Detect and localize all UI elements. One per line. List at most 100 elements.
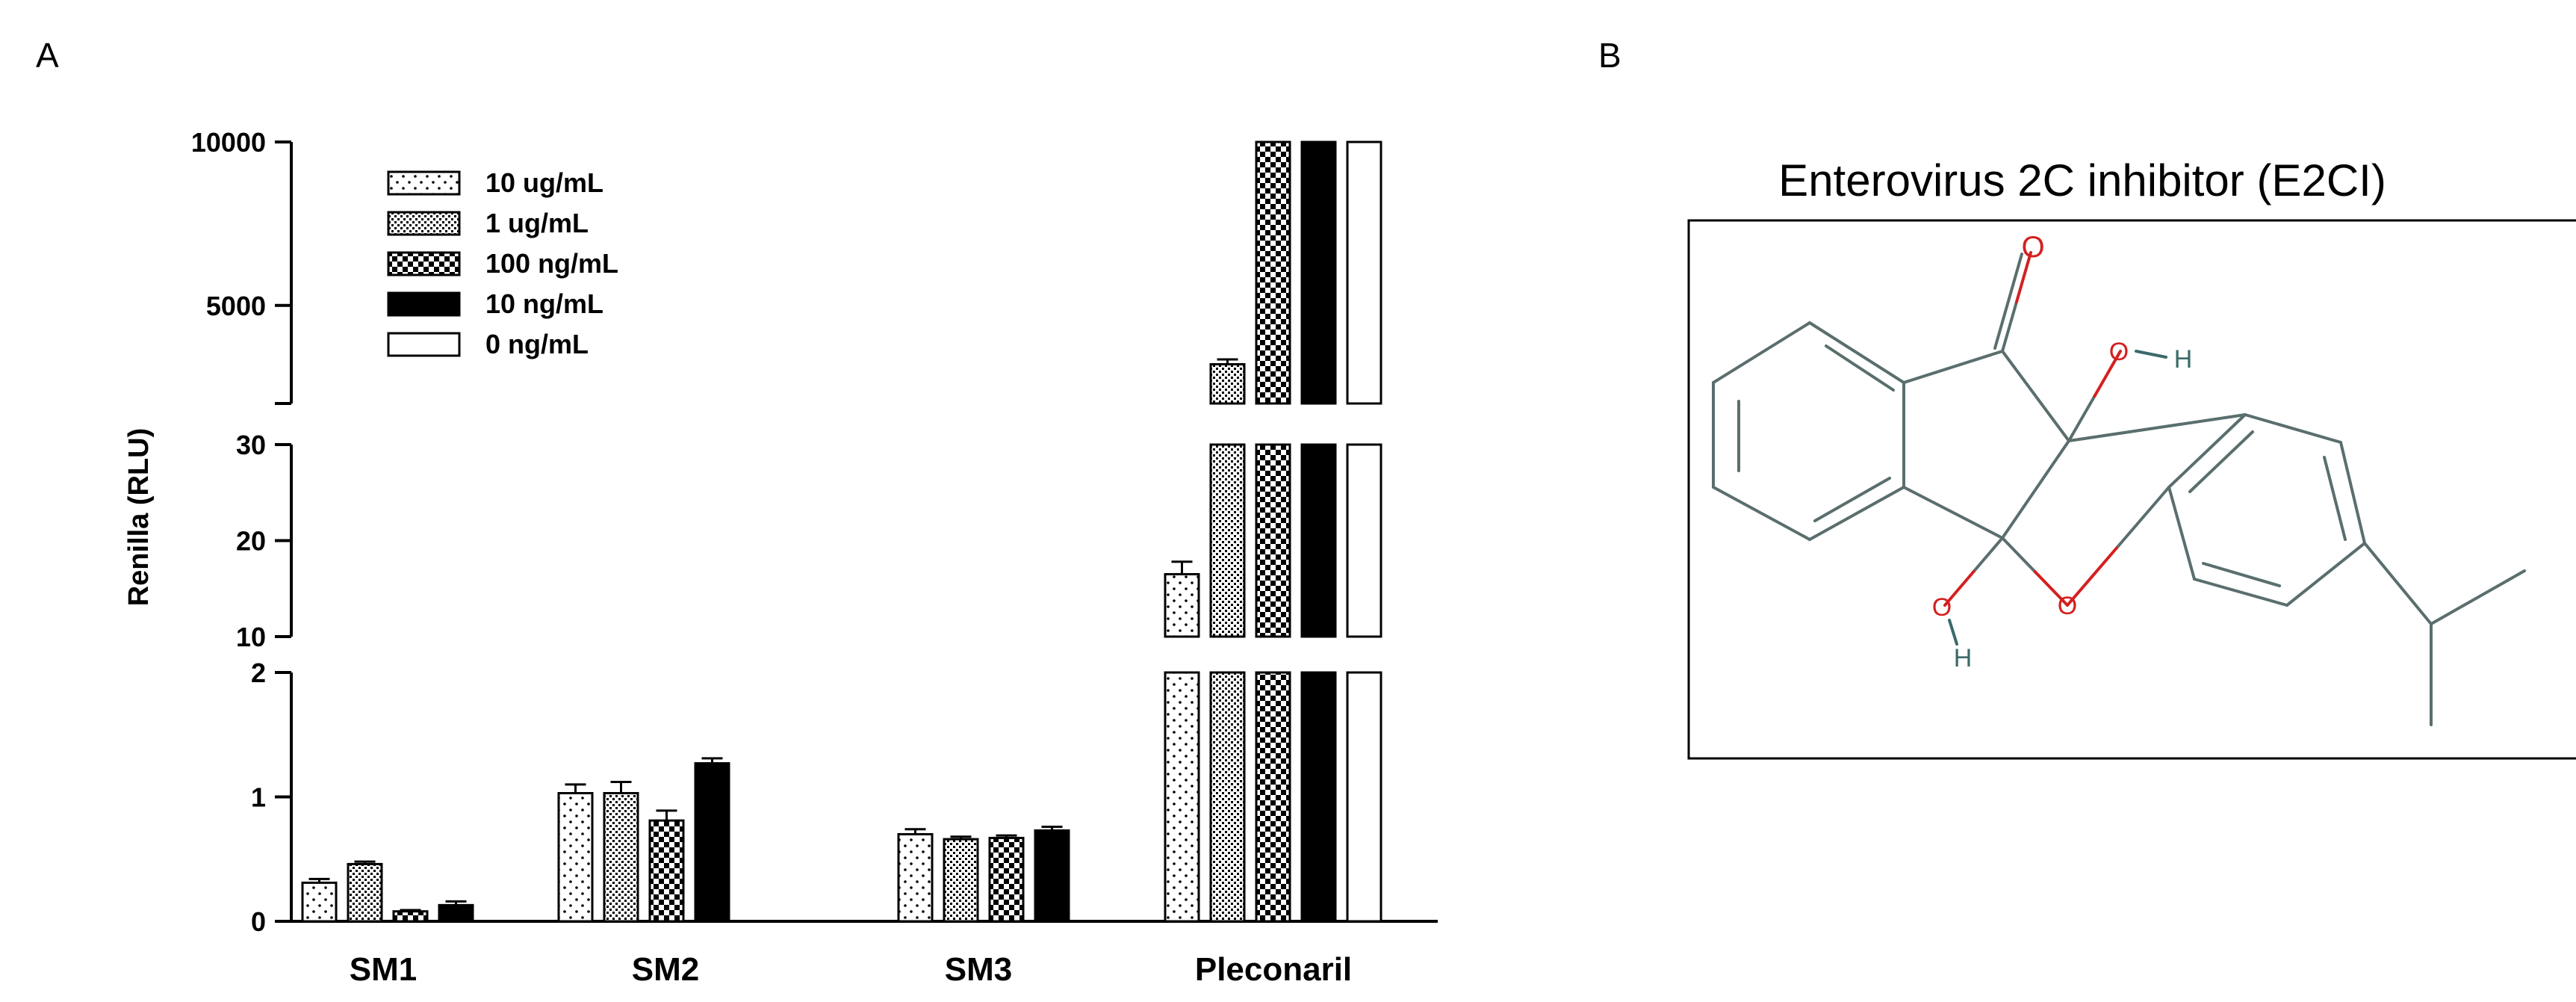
bond (1943, 570, 1976, 607)
y-tick-label: 2 (251, 658, 266, 688)
hydrogen-atom-label: H (2174, 345, 2193, 374)
legend-swatch (387, 291, 461, 317)
bond (2067, 395, 2097, 442)
bars (301, 140, 1382, 923)
y-tick-label: 10000 (191, 127, 266, 158)
oxygen-atom-label: O (2109, 338, 2129, 366)
bar (1300, 671, 1337, 923)
legend-label: 10 ug/mL (485, 167, 603, 198)
bond (2001, 439, 2070, 539)
bond (1712, 486, 1811, 541)
panel-label-a: A (36, 36, 59, 75)
bond (2135, 350, 2167, 359)
bar (1346, 671, 1382, 923)
y-tick-label: 5000 (206, 291, 266, 321)
bar (897, 832, 934, 923)
bond (2244, 413, 2342, 444)
bar (1164, 572, 1200, 638)
y-tick-label: 1 (251, 782, 266, 813)
bond (2167, 413, 2247, 489)
bond (2323, 456, 2347, 541)
molecule-title: Enterovirus 2C inhibitor (E2CI) (1778, 155, 2386, 205)
bond (1808, 321, 1905, 384)
bond (1813, 477, 1891, 522)
legend-swatch (387, 251, 461, 276)
bar (392, 910, 429, 923)
bond (1902, 350, 2004, 384)
bar (1255, 140, 1291, 405)
oxygen-atom-label: O (2021, 231, 2044, 264)
legend-swatch (387, 211, 461, 236)
bar (1346, 443, 1382, 638)
y-axis-label: Renilla (RLU) (123, 428, 155, 607)
bond (2001, 536, 2037, 573)
legend-label: 100 ng/mL (485, 248, 618, 279)
legend-swatch (387, 332, 461, 357)
molecule-frame (1687, 219, 2576, 760)
bond (2363, 542, 2433, 625)
oxygen-atom-label: O (1932, 593, 1952, 622)
bar (1209, 363, 1246, 405)
legend-label: 10 ng/mL (485, 288, 603, 319)
bond (2001, 350, 2070, 442)
x-tick-label: SM1 (350, 951, 417, 988)
y-tick-label: 30 (236, 430, 266, 460)
bond (1902, 486, 2004, 539)
molecule-bonds (1712, 251, 2526, 726)
bar (648, 819, 685, 923)
bar (1346, 140, 1382, 405)
bond (2339, 441, 2366, 545)
bond (2001, 300, 2018, 353)
bond (2015, 251, 2032, 303)
x-tick-label: SM3 (945, 951, 1012, 988)
bar (603, 792, 639, 923)
bond (1712, 321, 1811, 384)
bond (1825, 344, 1895, 392)
x-tick-label: Pleconaril (1195, 951, 1352, 988)
legend-swatch (387, 170, 461, 196)
bond (2167, 486, 2196, 581)
bond (2067, 413, 2247, 442)
bond (2430, 569, 2526, 625)
bar (943, 838, 979, 923)
bond (1993, 253, 2023, 350)
bar (1300, 443, 1337, 638)
bar (1209, 671, 1246, 923)
bond (2093, 350, 2122, 398)
bar (1255, 671, 1291, 923)
bar (1034, 829, 1070, 923)
bond (2066, 545, 2120, 607)
bar (1209, 443, 1246, 638)
bar (438, 903, 474, 923)
panel-label-b: B (1598, 36, 1621, 75)
bond (2117, 486, 2170, 548)
legend-label: 0 ng/mL (485, 329, 589, 359)
bond (1808, 486, 1905, 541)
x-tick-label: SM2 (632, 951, 699, 988)
bar (347, 862, 383, 923)
y-tick-label: 10 (236, 622, 266, 652)
legend: 10 ug/mL 1 ug/mL 100 ng/mL 10 ng/mL 0 ng/mL (387, 167, 618, 359)
bar (301, 881, 338, 923)
bond (2188, 430, 2254, 493)
bar (1255, 443, 1291, 638)
bond (1972, 536, 2004, 573)
bar (694, 762, 730, 923)
bar (1300, 140, 1337, 405)
bar (557, 792, 594, 923)
bar (988, 836, 1025, 923)
bond (2202, 562, 2281, 587)
x-tick-labels: SM1 SM2 SM3 Pleconaril (350, 951, 1352, 988)
bond (2285, 542, 2366, 607)
bar (1164, 671, 1200, 923)
hydrogen-atom-label: H (1954, 644, 1973, 672)
bond (2033, 570, 2069, 607)
oxygen-atom-label: O (2058, 592, 2077, 620)
legend-label: 1 ug/mL (485, 208, 589, 238)
y-tick-label: 20 (236, 526, 266, 557)
